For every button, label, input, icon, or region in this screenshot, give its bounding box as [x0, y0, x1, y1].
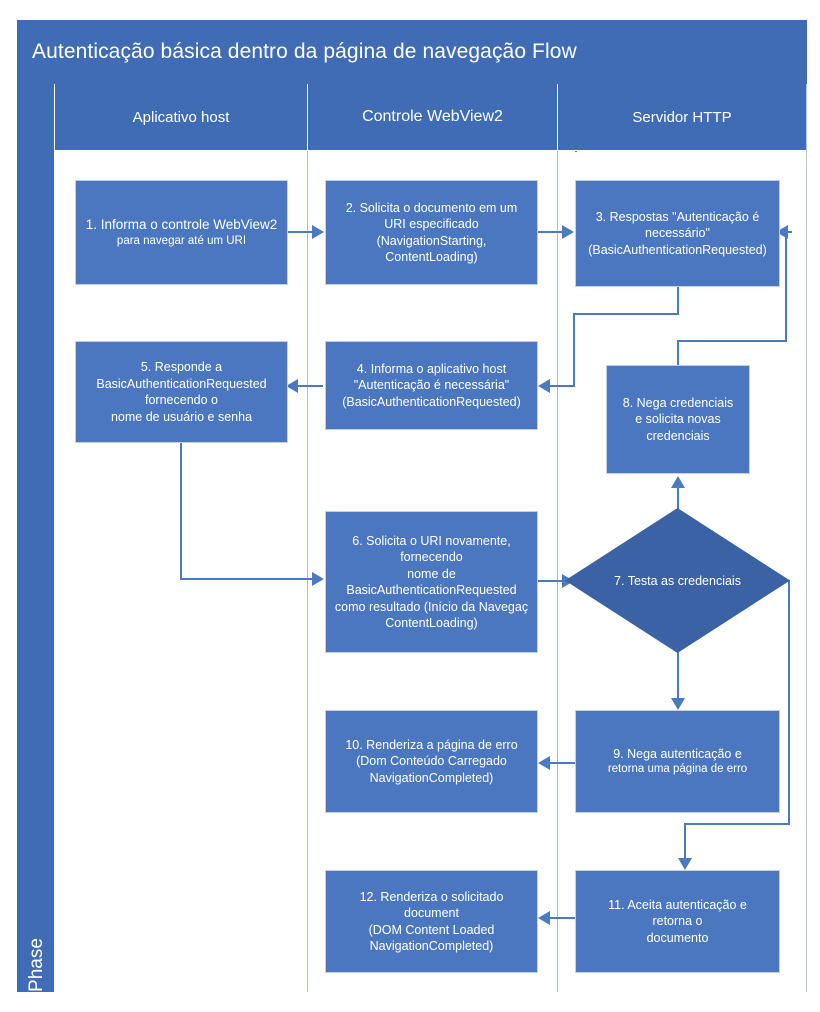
node-1-line-2: para navegar até um URI	[116, 234, 247, 247]
node-9-line-2: retorna uma página de erro	[607, 763, 748, 776]
edge-n3-n4-seg-down2	[573, 313, 575, 387]
edge-n3-n4-seg-left2	[549, 385, 575, 387]
edge-n3-n4-seg-down	[677, 287, 679, 315]
edge-n11-n12-line	[548, 917, 576, 919]
node-2-line-2: URI especificado	[384, 217, 479, 231]
node-2-line-3: (NavigationStarting,	[376, 233, 487, 248]
node-5-line-4: nome de usuário e senha	[110, 409, 253, 424]
node-6-line-1: 6. Solicita o URI novamente,	[352, 533, 511, 548]
node-8-line-3: credenciais	[646, 428, 710, 443]
edge-n7-n11-seg-down	[788, 580, 790, 825]
node-12-line-3: (DOM Content Loaded	[368, 922, 495, 937]
node-9-line-1: 9. Nega autenticação e	[613, 746, 742, 761]
edge-n1-n2-arrowhead	[312, 225, 324, 239]
edge-n2-n3-arrowhead	[562, 225, 574, 239]
node-5-line-1: 5. Responde a	[140, 360, 223, 374]
node-4-line-3: (BasicAuthenticationRequested)	[342, 394, 521, 409]
node-12-renderiza-documento[interactable]: 12. Renderiza o solicitado document (DOM…	[325, 870, 538, 973]
node-11-aceita-autenticacao[interactable]: 11. Aceita autenticação e retorna o docu…	[575, 870, 780, 973]
node-6-line-3: nome de	[407, 566, 456, 581]
lane-header-http-label: Servidor HTTP	[632, 108, 732, 126]
edge-n9-n10-arrowhead	[538, 756, 550, 770]
node-10-line-2: (Dom Conteúdo Carregado	[356, 754, 507, 769]
node-7-testa-credenciais[interactable]: 7. Testa as credenciais	[565, 508, 790, 653]
node-2-line-1: 2. Solicita o documento em um	[345, 200, 518, 215]
edge-n3-n4-arrowhead	[538, 379, 550, 393]
node-9-nega-autenticacao[interactable]: 9. Nega autenticação e retorna uma págin…	[575, 710, 780, 813]
lane-header-webview2-label: Controle WebView2	[362, 108, 503, 125]
edge-n8-n3-seg-up2	[785, 231, 787, 342]
node-8-line-2: e solicita novas	[635, 412, 721, 427]
lane-header-http: Servidor HTTP	[558, 84, 806, 151]
edge-n2-n3-line	[538, 231, 564, 233]
node-6-solicita-uri-novamente[interactable]: 6. Solicita o URI novamente, fornecendo …	[325, 511, 538, 653]
edge-n7-n8-line	[677, 486, 679, 528]
edge-n7-n11-seg-down2	[684, 823, 686, 861]
edge-n11-n12-arrowhead	[538, 911, 550, 925]
node-5-line-3: fornecendo o	[145, 393, 218, 407]
lane-header-webview2: Controle WebView2	[308, 84, 558, 151]
node-1-informa-controle[interactable]: 1. Informa o controle WebView2 para nave…	[75, 180, 288, 285]
node-3-respostas-autenticacao[interactable]: 3. Respostas "Autenticação é necessário"…	[575, 180, 780, 287]
node-11-line-2: retorna o	[652, 914, 703, 929]
node-12-line-1: 12. Renderiza o solicitado	[359, 889, 504, 904]
edge-n9-n10-line	[548, 762, 576, 764]
node-8-nega-credenciais[interactable]: 8. Nega credenciais e solicita novas cre…	[606, 365, 750, 474]
node-6-line-2: fornecendo	[400, 550, 463, 564]
node-1-line-1: 1. Informa o controle WebView2	[85, 217, 278, 232]
diagram-title-bar: Autenticação básica dentro da página de …	[17, 20, 807, 84]
node-10-line-3: NavigationCompleted)	[369, 770, 494, 785]
node-12-line-4: NavigationCompleted)	[369, 939, 494, 953]
node-6-line-5: como resultado (Início da Navegaç	[334, 599, 529, 614]
edge-n4-n5-line	[297, 385, 323, 387]
edge-n5-n6-seg-down	[180, 443, 182, 580]
node-3-line-2: necessário"	[645, 226, 710, 241]
node-12-line-2: document	[404, 906, 459, 920]
edge-n1-n2-line	[288, 231, 314, 233]
edge-n7-n11-arrowhead	[678, 858, 692, 870]
page-title: Autenticação básica dentro da página de …	[32, 40, 577, 63]
edge-n4-n5-arrowhead	[286, 379, 298, 393]
node-5-line-2: BasicAuthenticationRequested	[96, 376, 267, 391]
node-11-line-3: documento	[646, 930, 709, 945]
edge-n7-n9-line	[677, 650, 679, 698]
rail-placeholder	[575, 151, 577, 152]
edge-n7-n11-seg-left	[684, 823, 790, 825]
node-4-line-2: "Autenticação é necessária"	[353, 378, 510, 393]
node-2-solicita-documento[interactable]: 2. Solicita o documento em um URI especi…	[325, 180, 538, 285]
node-2-line-4: ContentLoading)	[385, 250, 478, 264]
node-4-informa-aplicativo-host[interactable]: 4. Informa o aplicativo host "Autenticaç…	[325, 341, 538, 430]
edge-n8-n3-seg-right	[677, 340, 787, 342]
edge-n7-n9-arrowhead	[671, 698, 685, 710]
edge-n8-n3-seg-up	[677, 340, 679, 366]
node-3-line-3: (BasicAuthenticationRequested)	[588, 242, 767, 257]
node-10-renderiza-pagina-erro[interactable]: 10. Renderiza a página de erro (Dom Cont…	[325, 710, 538, 813]
edge-n5-n6-seg-right	[180, 578, 314, 580]
edge-n7-n8-arrowhead	[671, 476, 685, 488]
edge-n8-n3-seg-left	[788, 231, 792, 233]
phase-band: Phase	[17, 84, 55, 992]
node-6-line-4: BasicAuthenticationRequested	[346, 583, 517, 597]
lane-header-host-label: Aplicativo host	[132, 108, 230, 126]
edge-n5-n6-arrowhead	[312, 572, 324, 586]
node-5-responde-basicauth[interactable]: 5. Responde a BasicAuthenticationRequest…	[75, 341, 288, 443]
lane-header-host: Aplicativo host	[55, 84, 308, 151]
node-6-line-6: ContentLoading)	[385, 616, 478, 630]
node-11-line-1: 11. Aceita autenticação e	[608, 897, 747, 912]
edge-n3-n4-seg-left	[573, 313, 679, 315]
node-4-line-1: 4. Informa o aplicativo host	[356, 361, 507, 376]
node-10-line-1: 10. Renderiza a página de erro	[345, 737, 518, 752]
phase-label: Phase	[26, 938, 47, 992]
node-8-line-1: 8. Nega credenciais	[622, 395, 734, 410]
node-3-line-1: 3. Respostas "Autenticação é	[595, 209, 760, 224]
edge-n6-n7-line	[538, 580, 568, 582]
node-7-label: 7. Testa as credenciais	[614, 573, 741, 588]
